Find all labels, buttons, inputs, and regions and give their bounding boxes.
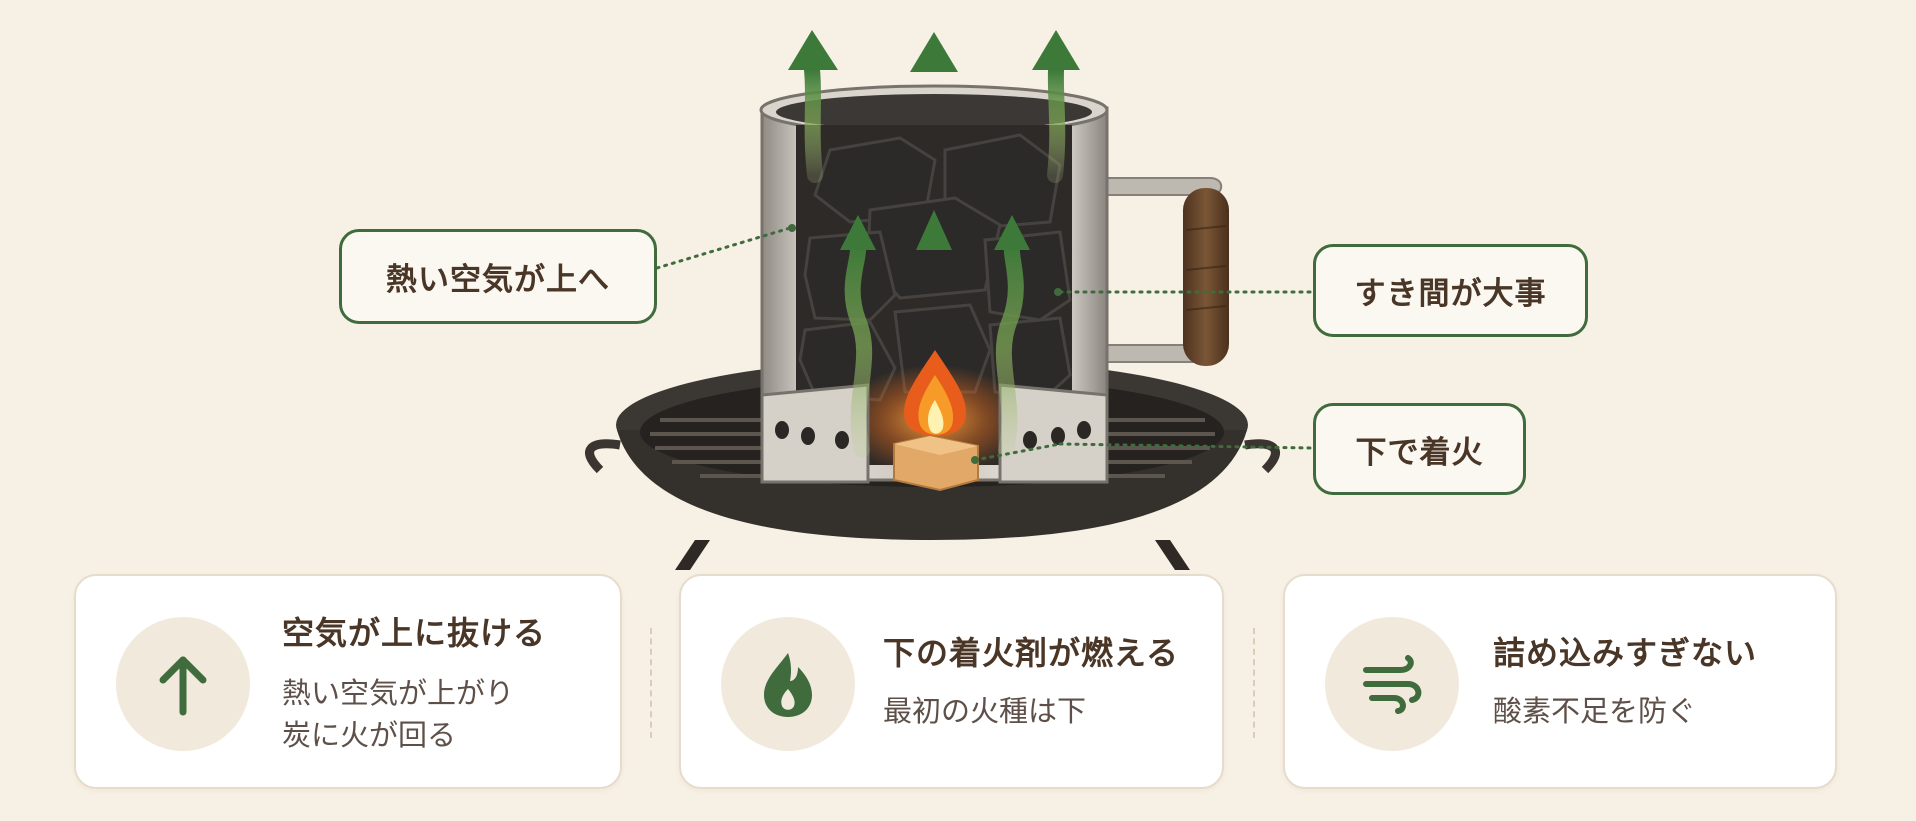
chimney-base-vents (760, 125, 1109, 484)
airflow-arrows-top (788, 30, 1080, 188)
callout-hot-air-rises: 熱い空気が上へ (339, 229, 657, 324)
card-description-line: 炭に火が回る (282, 718, 457, 752)
callout-leader-lines (655, 224, 1315, 464)
airflow-arrows-inner (840, 210, 1030, 458)
callout-ignite-bottom: 下で着火 (1313, 403, 1526, 495)
chimney-handle (1104, 177, 1229, 366)
wind-icon (1325, 617, 1459, 751)
card-description-line: 最初の火種は下 (883, 694, 1087, 728)
tip-card-starter-burns: 下の着火剤が燃える 最初の火種は下 (679, 574, 1224, 789)
card-description-line: 酸素不足を防ぐ (1493, 694, 1697, 728)
card-description: 酸素不足を防ぐ (1493, 690, 1696, 732)
tip-card-dont-overpack: 詰め込みすぎない 酸素不足を防ぐ (1283, 574, 1837, 789)
arrow-up-icon (116, 617, 250, 751)
callout-hot-air-label: 熱い空気が上へ (386, 262, 610, 298)
card-title: 下の着火剤が燃える (883, 634, 1180, 672)
tip-card-air-rises: 空気が上に抜ける 熱い空気が上がり 炭に火が回る (74, 574, 622, 789)
callout-ignite-label: 下で着火 (1355, 434, 1484, 471)
card-divider (1253, 628, 1255, 738)
charcoal-briquettes (798, 133, 1072, 402)
card-title: 詰め込みすぎない (1493, 634, 1758, 672)
card-divider (650, 628, 652, 738)
callout-gaps-important: すき間が大事 (1313, 244, 1588, 337)
card-description-line: 熱い空気が上がり (282, 676, 515, 710)
callout-gaps-label: すき間が大事 (1354, 276, 1547, 312)
card-description: 熱い空気が上がり 炭に火が回る (282, 672, 514, 756)
flame-icon (721, 617, 855, 751)
card-description: 最初の火種は下 (883, 690, 1086, 732)
card-title: 空気が上に抜ける (282, 614, 547, 652)
